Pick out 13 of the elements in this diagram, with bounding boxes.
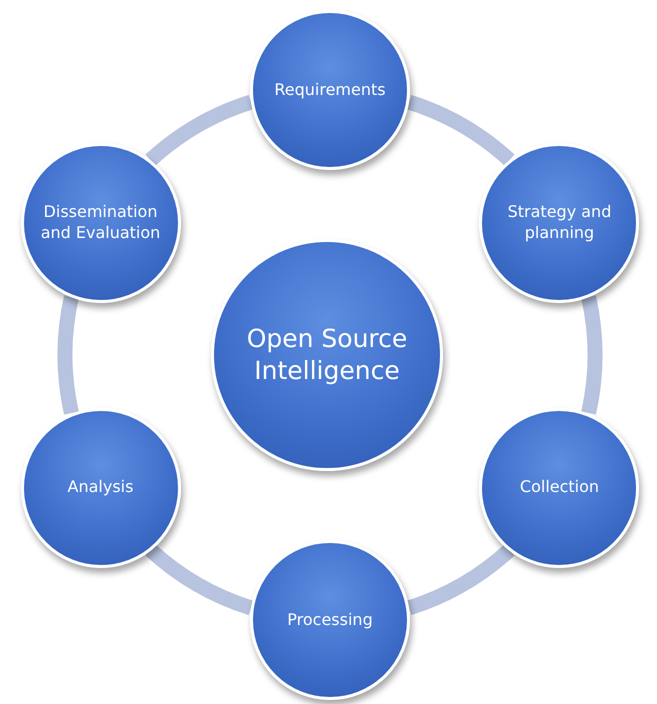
node-label: Dissemination and Evaluation xyxy=(40,202,162,244)
ring-connector xyxy=(406,95,514,166)
ring-connector xyxy=(146,544,254,615)
ring-connector xyxy=(58,296,79,414)
node-label: Strategy and planning xyxy=(506,202,612,244)
ring-connector xyxy=(146,95,254,166)
ring-connector xyxy=(581,296,602,414)
node-label: Requirements xyxy=(273,80,387,100)
node-label: Collection xyxy=(518,477,600,498)
node-label: Open Source Intelligence xyxy=(246,322,408,387)
node-label: Processing xyxy=(286,610,374,630)
node-label: Analysis xyxy=(66,477,134,498)
ring-connector xyxy=(406,544,514,615)
